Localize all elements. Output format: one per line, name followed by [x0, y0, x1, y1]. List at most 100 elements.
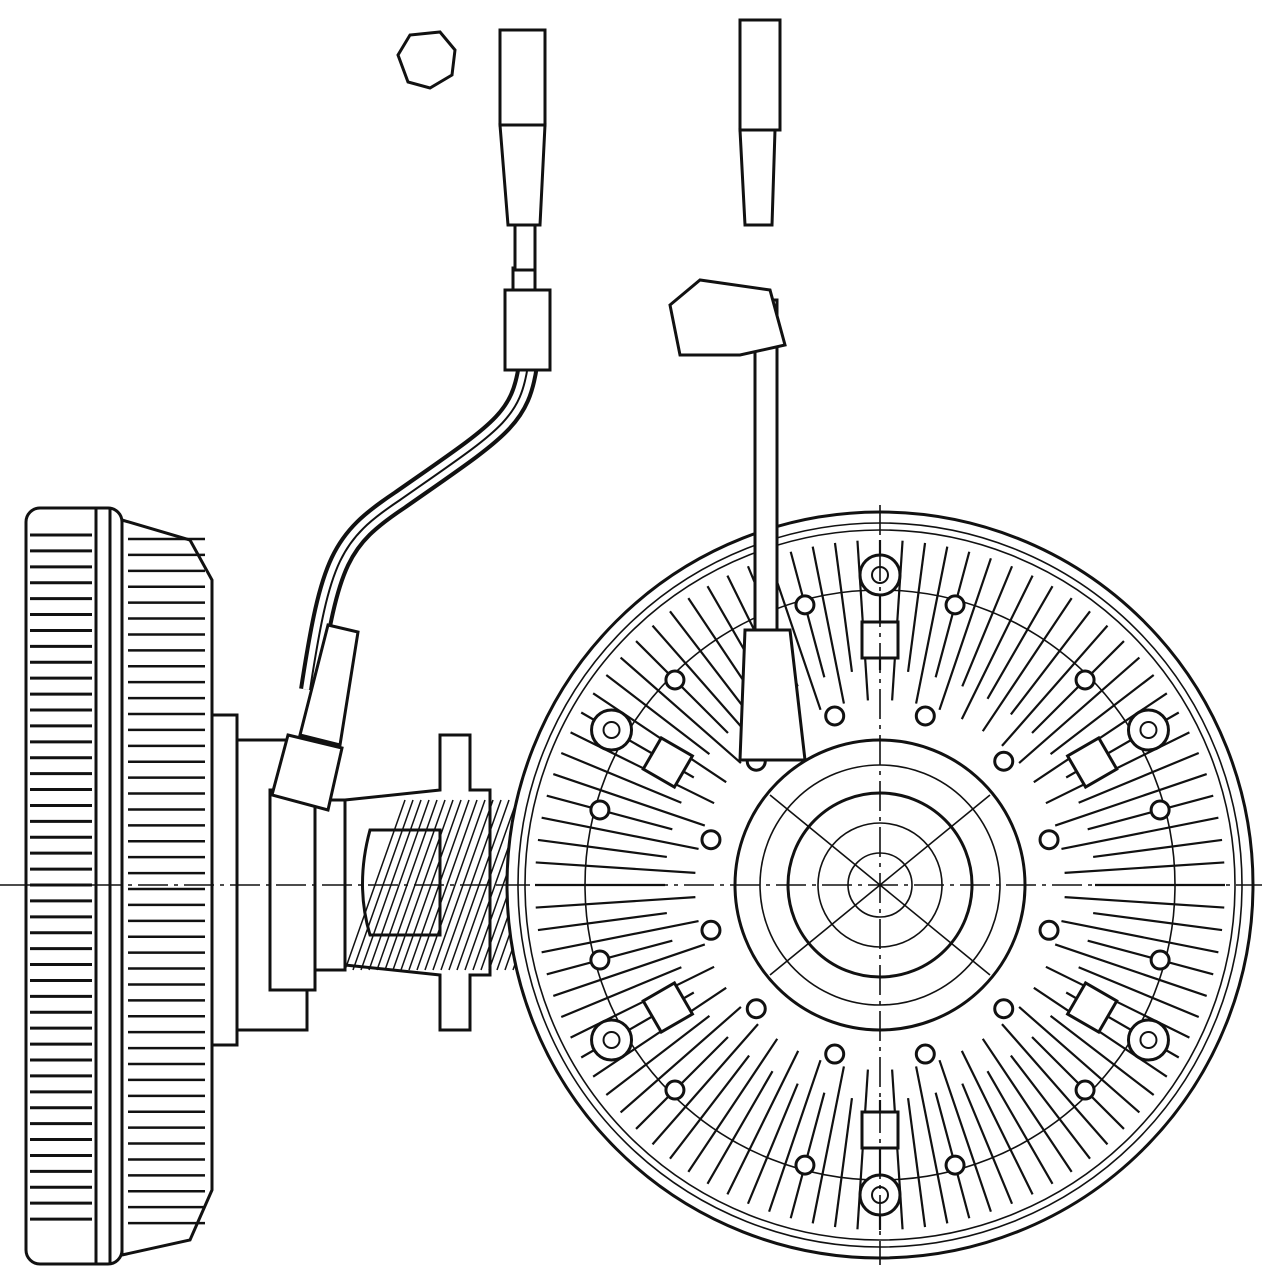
front-fin — [811, 546, 845, 704]
inner-bolt-hole — [700, 829, 722, 851]
front-fin — [552, 943, 706, 997]
front-fin — [1018, 656, 1141, 764]
front-fin — [938, 1059, 992, 1213]
mount-lug-hole — [602, 721, 621, 739]
front-fin — [961, 565, 1014, 687]
outer-bolt-hole — [589, 949, 611, 971]
outer-bolt-hole — [664, 669, 686, 691]
front-fin — [1061, 816, 1219, 850]
front-fin — [1078, 966, 1200, 1019]
front-fin — [1064, 896, 1225, 909]
mount-lug — [1126, 1018, 1170, 1062]
front-fin — [1078, 751, 1200, 804]
front-fin — [938, 557, 992, 711]
front-fin — [535, 896, 696, 909]
front-fin — [981, 597, 1073, 732]
front-view — [500, 18, 1262, 1265]
front-fin — [687, 1038, 779, 1173]
hub-plate — [210, 713, 239, 1047]
plug-face — [396, 30, 457, 90]
front-fin — [605, 1015, 711, 1096]
front-fin — [1001, 1023, 1109, 1146]
front-fin — [1018, 1006, 1141, 1114]
front-fin — [906, 542, 927, 672]
cable-gland — [270, 733, 344, 812]
inner-bolt-hole — [824, 1043, 846, 1065]
front-fin — [535, 861, 696, 874]
front-fin — [906, 1098, 927, 1228]
inner-bolt-hole — [824, 705, 846, 727]
outer-bolt-hole — [944, 594, 966, 616]
outer-bolt-hole — [1074, 669, 1096, 691]
plug-housing — [498, 28, 547, 127]
front-fin — [1054, 773, 1208, 827]
front-fin — [960, 1050, 1034, 1195]
mount-lug-hole — [1139, 721, 1158, 739]
front-fin — [560, 966, 682, 1019]
front-fin — [669, 1054, 750, 1160]
sensor-bracket — [668, 278, 787, 357]
front-fin — [541, 920, 699, 954]
outer-bolt-hole — [794, 1154, 816, 1176]
mount-lug — [590, 1018, 634, 1062]
lug-bracket — [641, 980, 695, 1035]
front-fin — [560, 751, 682, 804]
front-fin — [541, 816, 699, 850]
front-fin — [1010, 610, 1091, 716]
inner-bolt-hole — [993, 998, 1015, 1020]
inner-bolt-hole — [914, 1043, 936, 1065]
front-fin — [1049, 1015, 1155, 1096]
front-fin — [1064, 861, 1225, 874]
inner-bolt-hole — [745, 998, 767, 1020]
inner-bolt-hole — [993, 750, 1015, 772]
front-fin — [619, 656, 742, 764]
front-plug-boot — [738, 128, 777, 227]
front-fin — [833, 1098, 854, 1228]
front-fin — [915, 546, 949, 704]
front-fin — [605, 674, 711, 755]
front-fin — [669, 610, 750, 716]
front-fin — [960, 575, 1034, 720]
mount-lug-hole — [602, 1031, 621, 1049]
front-fin — [986, 1070, 1054, 1185]
front-fin — [537, 838, 667, 859]
front-fin — [706, 1070, 774, 1185]
inner-bolt-hole — [1038, 829, 1060, 851]
outer-bolt-hole — [1149, 799, 1171, 821]
front-fin — [986, 585, 1054, 700]
front-fin — [1093, 838, 1223, 859]
lug-bracket — [1065, 735, 1119, 790]
front-fin — [1001, 624, 1109, 747]
front-fin — [746, 1083, 799, 1205]
hatch-line — [368, 799, 430, 971]
mount-lug — [1126, 708, 1170, 752]
inner-bolt-hole — [700, 919, 722, 941]
front-fin — [1010, 1054, 1091, 1160]
front-fin — [651, 1023, 759, 1146]
mount-lug-hole — [1139, 1031, 1158, 1049]
front-fin — [1093, 911, 1223, 932]
inner-bolt-hole — [914, 705, 936, 727]
lug-bracket — [641, 735, 695, 790]
inline-connector — [503, 288, 552, 372]
front-fin — [552, 773, 706, 827]
front-fin — [811, 1066, 845, 1224]
front-fin — [961, 1083, 1014, 1205]
side-view — [0, 28, 574, 1266]
lug-bracket — [1065, 980, 1119, 1035]
front-fin — [1061, 920, 1219, 954]
mount-lug — [590, 708, 634, 752]
front-fin — [1054, 943, 1208, 997]
cable-strain-relief — [298, 623, 360, 747]
bolt-holes — [589, 594, 1171, 1176]
outer-bolt-hole — [1149, 949, 1171, 971]
front-plug-housing — [738, 18, 782, 132]
hatch-line — [416, 799, 478, 971]
outer-bolt-hole — [794, 594, 816, 616]
front-fin — [619, 1006, 742, 1114]
outer-bolt-hole — [1074, 1079, 1096, 1101]
side-fins — [30, 533, 205, 1225]
front-fin — [915, 1066, 949, 1224]
hub-step — [268, 788, 317, 992]
